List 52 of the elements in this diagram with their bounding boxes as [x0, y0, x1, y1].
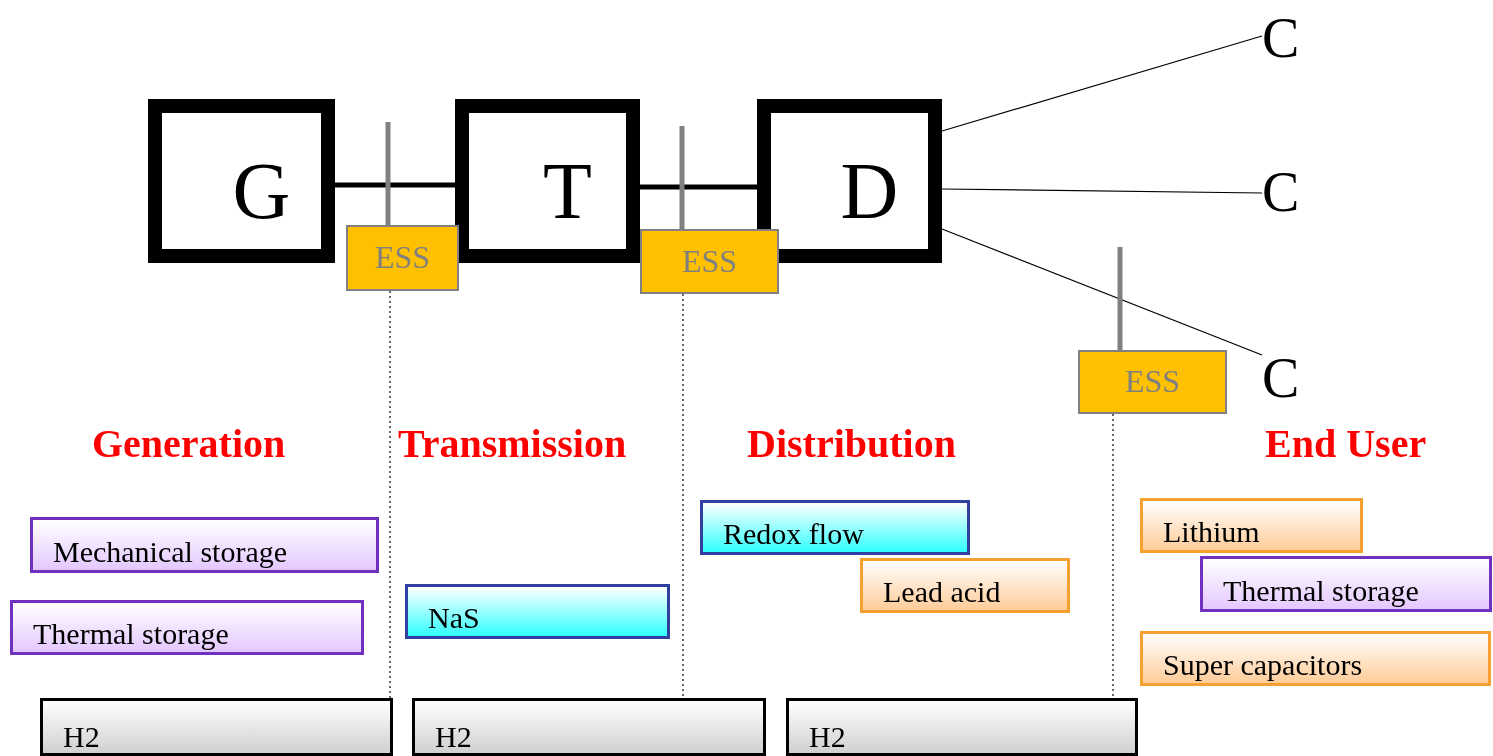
technology-bar	[412, 698, 766, 756]
box-label: T	[543, 147, 592, 235]
consumer-label: C	[1262, 348, 1328, 410]
box-label: ESS	[681, 243, 738, 280]
box-label: Redox flow	[723, 517, 864, 550]
consumer-label: C	[1262, 8, 1328, 70]
connector-line	[1117, 247, 1123, 350]
box-label: Thermal storage	[33, 617, 229, 650]
storage-box	[346, 225, 459, 291]
technology-bar	[1200, 556, 1492, 612]
dotted-line	[1112, 413, 1114, 699]
technology-bar	[30, 517, 379, 573]
box-label: H2	[63, 720, 100, 753]
technology-bar	[860, 558, 1070, 613]
connector-line	[941, 188, 1263, 194]
box-label: NaS	[428, 601, 480, 634]
box-label: Mechanical storage	[53, 535, 288, 568]
technology-bar	[405, 584, 670, 639]
box-label: ESS	[1124, 364, 1181, 400]
technology-bar	[40, 698, 393, 756]
box-label: H2	[809, 720, 846, 753]
technology-bar	[1140, 498, 1363, 553]
section-heading: Transmission	[398, 420, 627, 467]
box-label: G	[232, 147, 291, 235]
section-heading: Distribution	[747, 420, 956, 467]
box-label: H2	[435, 720, 472, 753]
storage-box	[1078, 350, 1227, 414]
technology-bar	[786, 698, 1138, 756]
technology-bar	[700, 500, 970, 555]
box-label: Super capacitors	[1163, 648, 1363, 681]
dotted-line	[389, 290, 391, 699]
connector-line	[941, 228, 1263, 356]
connector-line	[640, 184, 757, 190]
box-label: Lithium	[1163, 515, 1260, 548]
box-label: Lead acid	[883, 575, 1001, 608]
technology-bar	[1140, 631, 1491, 686]
connector-line	[679, 126, 685, 229]
connector-line	[385, 122, 391, 225]
technology-bar	[10, 600, 364, 655]
storage-box	[640, 229, 779, 294]
section-heading: Generation	[92, 420, 286, 467]
consumer-label: C	[1262, 162, 1328, 224]
connector-line	[941, 35, 1263, 132]
box-label: Thermal storage	[1223, 574, 1419, 607]
box-label: ESS	[374, 240, 431, 276]
process-box	[757, 99, 942, 263]
box-label: D	[840, 147, 899, 235]
process-box	[148, 99, 335, 263]
dotted-line	[682, 293, 684, 699]
section-heading: End User	[1265, 420, 1427, 467]
connector-line	[335, 182, 455, 188]
process-box	[455, 99, 640, 263]
